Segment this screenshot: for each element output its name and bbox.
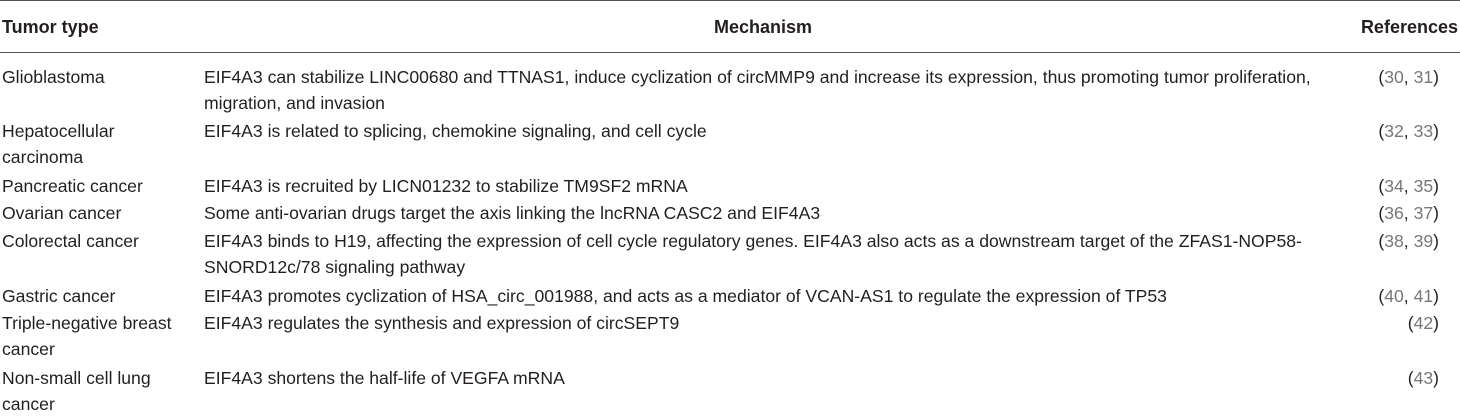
cell-tumor-type: Ovarian cancer	[2, 203, 122, 223]
reference-link[interactable]: 41	[1413, 286, 1434, 306]
reference-link[interactable]: 31	[1413, 67, 1434, 87]
cell-references: (40, 41)	[1378, 286, 1439, 306]
cell-tumor-type: Colorectal cancer	[2, 231, 139, 251]
cell-mechanism: EIF4A3 regulates the synthesis and expre…	[204, 313, 680, 333]
cell-tumor-type: Non-small cell lung cancer	[2, 368, 151, 414]
cell-mechanism: EIF4A3 shortens the half-life of VEGFA m…	[204, 368, 565, 388]
reference-link[interactable]: 34	[1384, 176, 1404, 196]
reference-link[interactable]: 36	[1384, 203, 1404, 223]
reference-link[interactable]: 39	[1413, 231, 1434, 251]
reference-link[interactable]: 35	[1413, 176, 1434, 196]
reference-link[interactable]: 42	[1413, 313, 1434, 333]
cell-references: (34, 35)	[1378, 176, 1439, 196]
reference-link[interactable]: 33	[1413, 121, 1434, 141]
reference-link[interactable]: 43	[1413, 368, 1434, 388]
header-tumor-type: Tumor type	[2, 17, 99, 37]
header-mechanism: Mechanism	[714, 17, 813, 37]
cell-tumor-type: Triple-negative breast cancer	[2, 313, 172, 359]
cell-mechanism: EIF4A3 is related to splicing, chemokine…	[204, 121, 707, 141]
table-header: Tumor type Mechanism References	[0, 0, 1460, 52]
top-rule	[0, 0, 1460, 1]
cell-mechanism: EIF4A3 is recruited by LICN01232 to stab…	[204, 176, 688, 196]
cell-references: (42)	[1407, 313, 1439, 333]
cell-tumor-type: Pancreatic cancer	[2, 176, 143, 196]
cell-mechanism: EIF4A3 can stabilize LINC00680 and TTNAS…	[204, 67, 1311, 113]
header-references: References	[1360, 17, 1458, 37]
cell-references: (36, 37)	[1378, 203, 1439, 223]
cell-mechanism: EIF4A3 binds to H19, affecting the expre…	[204, 231, 1302, 277]
cell-references: (43)	[1407, 368, 1439, 388]
reference-link[interactable]: 37	[1413, 203, 1434, 223]
cell-tumor-type: Hepatocellular carcinoma	[2, 121, 115, 167]
reference-link[interactable]: 32	[1384, 121, 1404, 141]
cell-references: (38, 39)	[1378, 231, 1439, 251]
cell-references: (30, 31)	[1378, 67, 1439, 87]
cell-mechanism: Some anti-ovarian drugs target the axis …	[204, 203, 821, 223]
cell-tumor-type: Gastric cancer	[2, 286, 116, 306]
reference-link[interactable]: 40	[1384, 286, 1404, 306]
cell-references: (32, 33)	[1378, 121, 1439, 141]
cell-tumor-type: Glioblastoma	[2, 67, 105, 87]
cell-mechanism: EIF4A3 promotes cyclization of HSA_circ_…	[204, 286, 1167, 306]
reference-link[interactable]: 38	[1384, 231, 1404, 251]
header-rule	[0, 52, 1460, 53]
reference-link[interactable]: 30	[1384, 67, 1404, 87]
